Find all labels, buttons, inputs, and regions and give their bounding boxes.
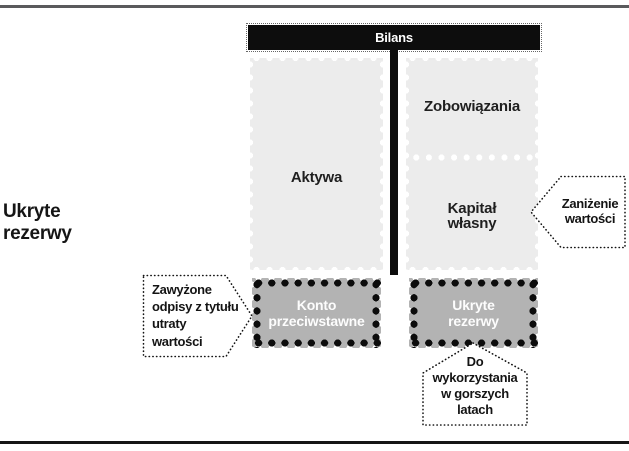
figure-side-title: Ukryte rezerwy [3, 201, 72, 244]
top-horizontal-rule [0, 5, 629, 8]
callout-use-in-worse-years: Do wykorzystania w gorszych latach [420, 340, 530, 428]
callout-use-in-worse-years-label: Do wykorzystania w gorszych latach [432, 354, 518, 417]
contra-account-box: Konto przeciwstawne [252, 278, 381, 348]
liabilities-label: Zobowiązania [424, 97, 520, 115]
callout-impairment-label: Zawyżone odpisy z tytułu utraty wartości [152, 282, 239, 349]
callout-impairment: Zawyżone odpisy z tytułu utraty wartości [142, 274, 254, 358]
assets-label: Aktywa [290, 168, 343, 186]
balance-header-label: Bilans [375, 30, 413, 45]
liabilities-section: Zobowiązania [406, 58, 538, 154]
assets-box: Aktywa [250, 58, 383, 270]
callout-undervaluation-outline [530, 175, 626, 249]
callout-use-in-worse-years-outline [422, 342, 528, 426]
callout-undervaluation: Zaniżenie wartości [528, 175, 627, 249]
white-dotted-divider [410, 154, 534, 161]
hidden-reserves-box: Ukryte rezerwy [409, 278, 538, 348]
equity-section: Kapitał własny [406, 161, 538, 270]
bottom-horizontal-rule [0, 441, 629, 444]
equity-label: Kapitał własny [447, 199, 497, 232]
callout-impairment-outline [142, 274, 253, 358]
liabilities-equity-box: Zobowiązania Kapitał własny [406, 58, 538, 270]
hidden-reserves-label: Ukryte rezerwy [448, 297, 499, 329]
balance-header-bar: Bilans [246, 23, 542, 52]
balance-center-divider-line [390, 50, 398, 275]
callout-undervaluation-label: Zaniżenie wartości [561, 196, 619, 226]
contra-account-label: Konto przeciwstawne [268, 297, 365, 329]
